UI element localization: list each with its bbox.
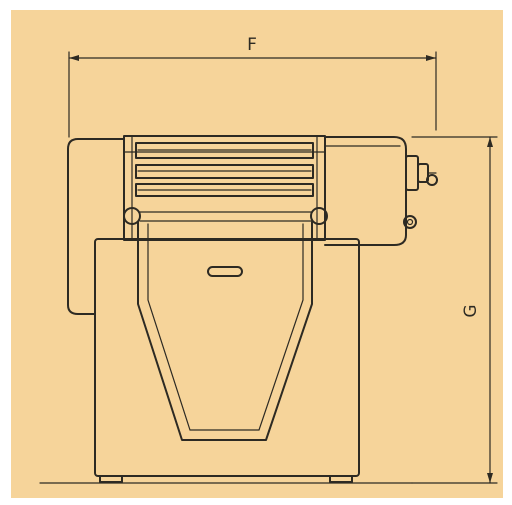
- right-roller-wheel: [310, 207, 328, 225]
- height-dimension: G: [411, 136, 498, 484]
- width-dimension: F: [68, 35, 437, 138]
- left-roller-wheel: [123, 207, 141, 225]
- drive-knob: [403, 215, 417, 229]
- right-foot: [329, 475, 353, 483]
- roller-frame: [123, 135, 326, 241]
- rollers: [123, 142, 326, 197]
- right-drive-housing: [324, 136, 407, 246]
- left-foot: [99, 475, 123, 483]
- drawing-background: [11, 10, 503, 498]
- left-motor-housing: [67, 138, 125, 315]
- crank-handle: [405, 155, 438, 191]
- hopper: [137, 221, 313, 441]
- hopper-inner: [147, 223, 304, 431]
- front-handle-slot: [207, 266, 243, 277]
- height-dimension-label: G: [461, 304, 481, 317]
- width-dimension-label: F: [247, 35, 257, 55]
